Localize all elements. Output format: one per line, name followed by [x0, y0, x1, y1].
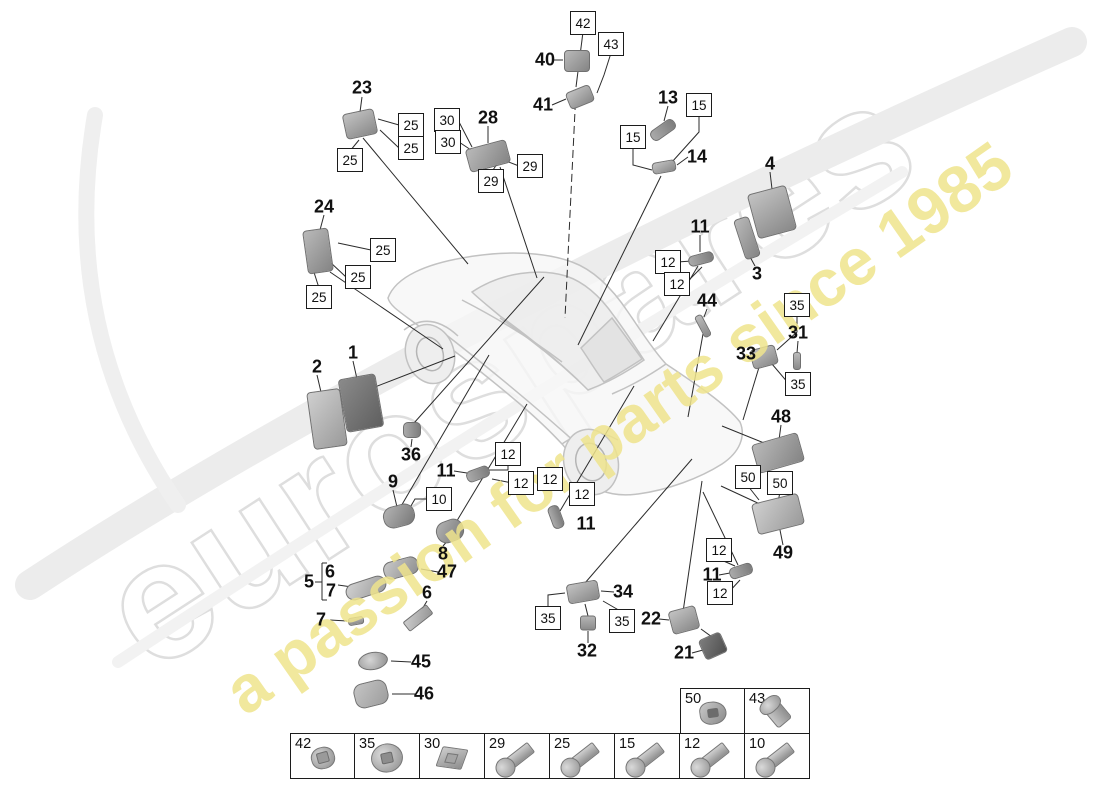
fastener-cell-42: 42: [290, 732, 355, 779]
part-number-9: 9: [387, 471, 399, 492]
part-number-24: 24: [313, 196, 335, 217]
fastener-ref: 29: [489, 735, 506, 752]
fastener-ref: 30: [424, 735, 441, 752]
fastener-cell-50: 50: [680, 687, 745, 734]
ref-box-12: 12: [569, 482, 595, 506]
ref-box-30: 30: [434, 108, 460, 132]
part-number-6: 6: [421, 582, 433, 603]
part-icon-31: [793, 352, 801, 370]
ref-box-25: 25: [345, 265, 371, 289]
ref-box-25: 25: [398, 113, 424, 137]
part-number-33: 33: [735, 343, 757, 364]
ref-box-25: 25: [370, 238, 396, 262]
fastener-cell-30: 30: [420, 732, 485, 779]
fastener-cell-10: 10: [745, 732, 810, 779]
fastener-ref: 15: [619, 735, 636, 752]
ref-box-12: 12: [655, 250, 681, 274]
part-number-14: 14: [686, 146, 708, 167]
part-number-7: 7: [315, 609, 327, 630]
part-number-7: 7: [325, 580, 337, 601]
ref-box-12: 12: [664, 272, 690, 296]
part-number-28: 28: [477, 107, 499, 128]
nut-icon: [308, 743, 337, 772]
ref-box-35: 35: [785, 372, 811, 396]
ref-box-25: 25: [337, 148, 363, 172]
part-number-47: 47: [436, 561, 458, 582]
fastener-ref: 12: [684, 735, 701, 752]
fastener-table-top-row: 50 43: [680, 687, 810, 734]
part-number-11: 11: [436, 460, 456, 481]
fastener-ref: 50: [685, 690, 702, 707]
part-number-22: 22: [640, 608, 662, 629]
ref-box-12: 12: [508, 471, 534, 495]
part-number-1: 1: [347, 342, 359, 363]
ref-box-43: 43: [598, 32, 624, 56]
part-icon-36: [403, 422, 421, 438]
fastener-ref: 10: [749, 735, 766, 752]
part-icon-32: [580, 615, 596, 631]
part-number-34: 34: [612, 581, 634, 602]
ref-box-29: 29: [478, 169, 504, 193]
ref-box-50: 50: [767, 471, 793, 495]
clip-icon: [435, 745, 469, 770]
part-number-11: 11: [702, 564, 722, 585]
part-number-6: 6: [324, 561, 336, 582]
part-number-48: 48: [770, 406, 792, 427]
fastener-ref: 42: [295, 735, 312, 752]
ref-box-35: 35: [535, 606, 561, 630]
part-number-46: 46: [413, 683, 435, 704]
ref-box-12: 12: [495, 442, 521, 466]
ref-box-42: 42: [570, 11, 596, 35]
grommet-icon: [697, 699, 728, 726]
part-number-11: 11: [690, 216, 710, 237]
ref-box-12: 12: [706, 538, 732, 562]
ref-box-10: 10: [426, 487, 452, 511]
fastener-cell-29: 29: [485, 732, 550, 779]
ref-box-12: 12: [537, 467, 563, 491]
part-number-4: 4: [764, 153, 776, 174]
ref-box-12: 12: [707, 581, 733, 605]
part-number-32: 32: [576, 640, 598, 661]
part-number-36: 36: [400, 444, 422, 465]
fastener-cell-43: 43: [745, 687, 810, 734]
part-number-44: 44: [696, 290, 718, 311]
fastener-ref: 25: [554, 735, 571, 752]
part-number-5: 5: [303, 571, 315, 592]
part-number-23: 23: [351, 77, 373, 98]
fastener-cell-15: 15: [615, 732, 680, 779]
part-number-41: 41: [532, 94, 554, 115]
part-number-11: 11: [576, 513, 596, 534]
fastener-cell-35: 35: [355, 732, 420, 779]
ref-box-35: 35: [784, 293, 810, 317]
part-number-40: 40: [534, 49, 556, 70]
part-number-2: 2: [311, 356, 323, 377]
ref-box-25: 25: [398, 136, 424, 160]
part-number-21: 21: [673, 642, 695, 663]
leader-lines: [311, 31, 799, 695]
bolt-icon: [761, 696, 793, 729]
ref-box-15: 15: [620, 125, 646, 149]
part-number-3: 3: [751, 263, 763, 284]
car-outline: [387, 252, 743, 496]
fastener-cell-12: 12: [680, 732, 745, 779]
ref-box-25: 25: [306, 285, 332, 309]
part-number-8: 8: [437, 543, 449, 564]
part-number-49: 49: [772, 542, 794, 563]
fastener-table-bottom-row: 42 35 30 29 25 15 12 10: [290, 732, 810, 779]
ref-box-35: 35: [609, 609, 635, 633]
part-number-31: 31: [787, 322, 809, 343]
part-icon-40: [564, 50, 590, 72]
part-number-13: 13: [657, 87, 679, 108]
ref-box-29: 29: [517, 154, 543, 178]
fastener-cell-25: 25: [550, 732, 615, 779]
ref-box-15: 15: [686, 93, 712, 117]
ref-box-30: 30: [435, 130, 461, 154]
fastener-ref: 35: [359, 735, 376, 752]
part-number-45: 45: [410, 651, 432, 672]
ref-box-50: 50: [735, 465, 761, 489]
